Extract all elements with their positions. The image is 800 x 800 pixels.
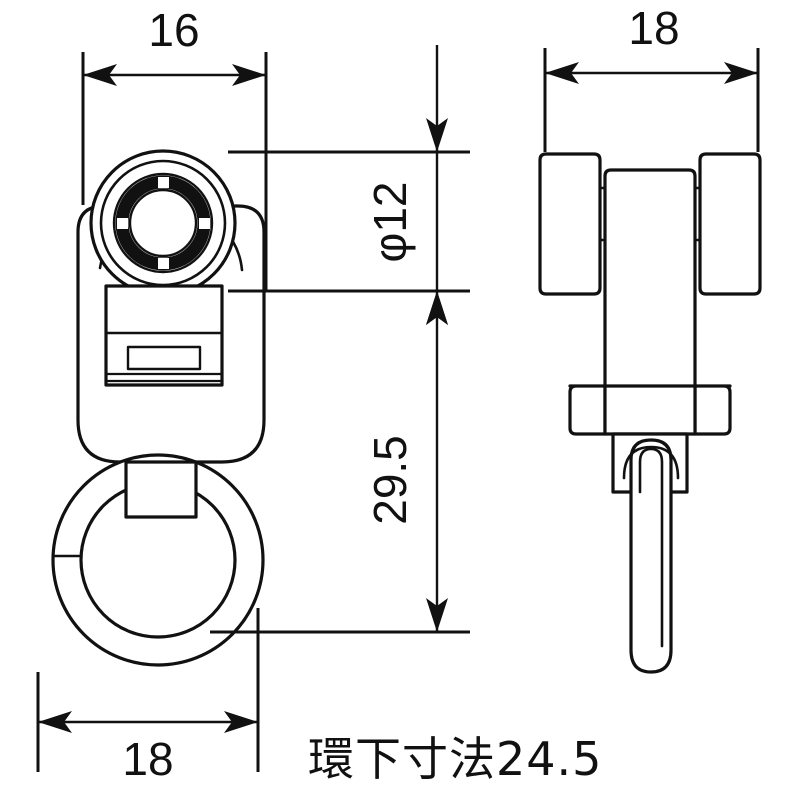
dimension-width-18-bottom: 18 xyxy=(36,608,260,785)
side-collar-band xyxy=(603,384,697,436)
side-collar-left-tab xyxy=(568,384,607,436)
side-ring-edge-outer xyxy=(629,438,673,674)
side-ring-edge-inner xyxy=(638,447,664,648)
dimension-bore-phi12: φ12 xyxy=(228,45,470,325)
side-center-body xyxy=(603,168,697,406)
dim-label-18-bottom: 18 xyxy=(122,733,173,785)
front-view xyxy=(51,149,266,667)
dim-label-phi12: φ12 xyxy=(364,182,416,263)
side-left-wheel xyxy=(538,152,602,296)
dimension-width-16: 16 xyxy=(81,4,268,290)
dimension-width-18-top: 18 xyxy=(543,2,760,152)
dim-label-16: 16 xyxy=(148,4,199,56)
dim-label-29-5: 29.5 xyxy=(364,435,416,525)
side-view xyxy=(538,152,762,674)
side-left-notch xyxy=(598,186,607,242)
dim-label-18-top: 18 xyxy=(628,2,679,54)
latch-slot xyxy=(126,345,202,371)
bearing-ball-left xyxy=(117,218,128,229)
bearing-ball-top xyxy=(158,177,169,188)
side-collar-right-tab xyxy=(693,384,732,436)
bearing-ball-bottom xyxy=(158,258,169,269)
side-right-notch xyxy=(693,186,702,242)
bearing-ball-right xyxy=(199,218,210,229)
side-ring-cap-arc xyxy=(622,445,680,480)
dimension-height-29-5: 29.5 xyxy=(210,291,470,634)
note-ring-clearance: 環下寸法24.5 xyxy=(308,732,602,786)
bearing-race-inner xyxy=(128,188,198,258)
shank-neck-overlay xyxy=(124,460,198,519)
side-right-wheel xyxy=(698,152,762,296)
